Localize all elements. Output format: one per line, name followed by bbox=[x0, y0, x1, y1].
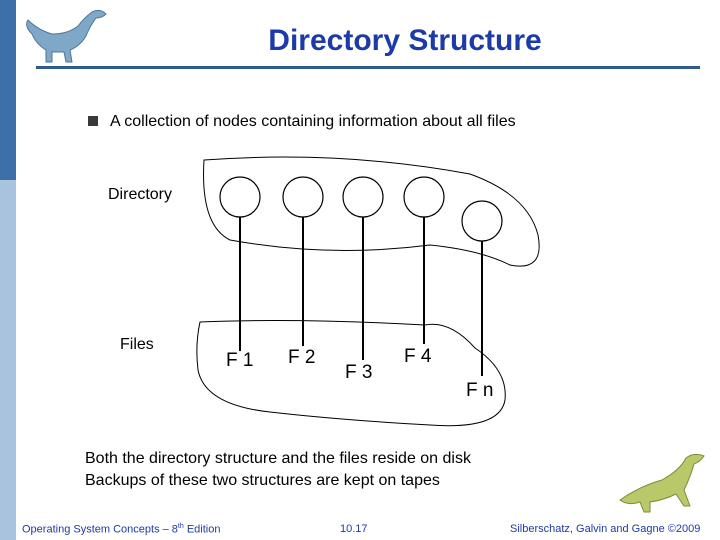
footer-authors: Silberschatz, Galvin and Gagne ©2009 bbox=[510, 523, 701, 535]
footer-left: Operating System Concepts – 8th Edition bbox=[22, 523, 220, 536]
title-divider bbox=[36, 66, 700, 69]
page-title: Directory Structure bbox=[268, 24, 542, 57]
file-node-label: F 4 bbox=[404, 346, 432, 367]
files-region bbox=[196, 320, 506, 427]
directory-label: Directory bbox=[108, 186, 173, 203]
footer-book-title: Operating System Concepts – 8 bbox=[22, 523, 178, 536]
bullet-text: A collection of nodes containing informa… bbox=[110, 113, 516, 130]
file-node-label: F n bbox=[466, 380, 493, 401]
sidebar-strip bbox=[0, 0, 16, 540]
footer-edition-sup: th bbox=[177, 523, 184, 530]
directory-node-3 bbox=[342, 176, 384, 218]
directory-region bbox=[203, 156, 540, 267]
bullet-item: A collection of nodes containing informa… bbox=[88, 113, 516, 131]
file-node-label: F 2 bbox=[288, 347, 315, 368]
directory-node-2 bbox=[282, 176, 324, 218]
directory-node-1 bbox=[219, 176, 261, 218]
sidebar-light-segment bbox=[0, 180, 16, 540]
note-line-1: Both the directory structure and the fil… bbox=[85, 450, 471, 467]
footer-page-number: 10.17 bbox=[340, 523, 368, 535]
bullet-marker-icon bbox=[88, 116, 98, 126]
sidebar-dark-segment bbox=[0, 0, 16, 180]
footer-edition: Edition bbox=[183, 523, 221, 536]
directory-node-4 bbox=[403, 176, 445, 218]
directory-node-5 bbox=[461, 200, 503, 242]
file-node-label: F 1 bbox=[226, 350, 253, 371]
file-node-label: F 3 bbox=[345, 362, 372, 383]
files-label: Files bbox=[120, 336, 154, 353]
note-line-2: Backups of these two structures are kept… bbox=[85, 472, 440, 489]
